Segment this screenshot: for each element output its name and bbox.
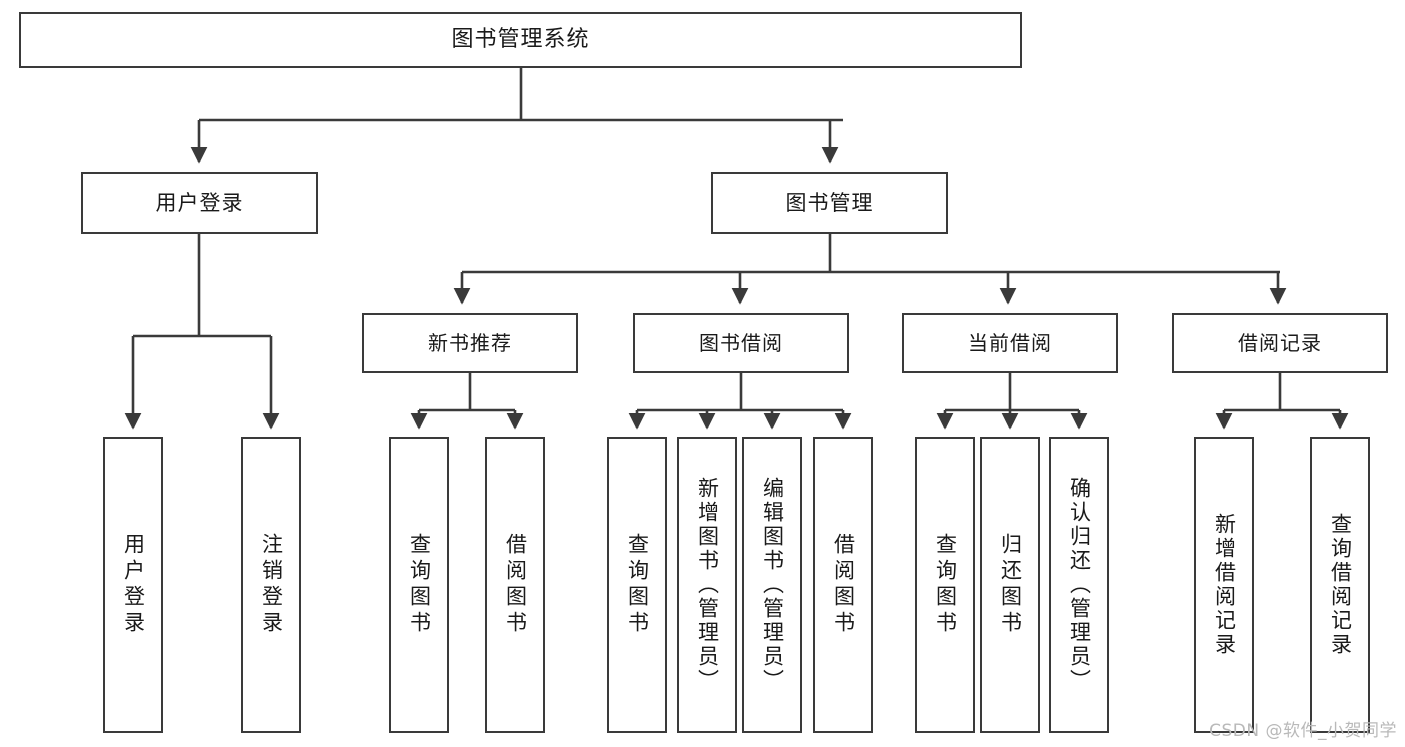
node-label: 查询图书	[625, 533, 650, 637]
node-label: 借阅记录	[1238, 330, 1322, 355]
node-label: 借阅图书	[503, 533, 528, 637]
node-new-book-recommend[interactable]: 新书推荐	[362, 313, 578, 373]
node-label: 查询图书	[407, 533, 432, 637]
leaf-record-query-borrow-record[interactable]: 查询借阅记录	[1310, 437, 1370, 733]
leaf-borrow-query-book[interactable]: 查询图书	[607, 437, 667, 733]
leaf-user-logout[interactable]: 注销登录	[241, 437, 301, 733]
leaf-current-query-book[interactable]: 查询图书	[915, 437, 975, 733]
leaf-borrow-edit-book-admin[interactable]: 编辑图书（管理员）	[742, 437, 802, 733]
node-label: 当前借阅	[968, 330, 1052, 355]
leaf-record-add-borrow-record[interactable]: 新增借阅记录	[1194, 437, 1254, 733]
node-book-borrow[interactable]: 图书借阅	[633, 313, 849, 373]
node-label: 新书推荐	[428, 330, 512, 355]
leaf-recommend-query-book[interactable]: 查询图书	[389, 437, 449, 733]
node-label: 注销登录	[259, 533, 284, 637]
node-label: 确认归还（管理员）	[1067, 477, 1092, 693]
leaf-current-return-book[interactable]: 归还图书	[980, 437, 1040, 733]
node-user-login[interactable]: 用户登录	[81, 172, 318, 234]
node-root-library-system[interactable]: 图书管理系统	[19, 12, 1022, 68]
node-label: 用户登录	[121, 533, 146, 637]
node-label: 用户登录	[155, 190, 244, 215]
node-label: 归还图书	[998, 533, 1023, 637]
leaf-user-login[interactable]: 用户登录	[103, 437, 163, 733]
leaf-current-confirm-return-admin[interactable]: 确认归还（管理员）	[1049, 437, 1109, 733]
node-book-management[interactable]: 图书管理	[711, 172, 948, 234]
leaf-recommend-borrow-book[interactable]: 借阅图书	[485, 437, 545, 733]
leaf-borrow-add-book-admin[interactable]: 新增图书（管理员）	[677, 437, 737, 733]
node-borrow-record[interactable]: 借阅记录	[1172, 313, 1388, 373]
node-label: 编辑图书（管理员）	[760, 477, 785, 693]
node-label: 新增借阅记录	[1212, 513, 1237, 657]
watermark-credit: CSDN @软件_小贺同学	[1209, 721, 1397, 741]
node-label: 图书管理系统	[451, 27, 590, 53]
leaf-borrow-borrow-book[interactable]: 借阅图书	[813, 437, 873, 733]
node-label: 图书管理	[785, 190, 874, 215]
node-label: 借阅图书	[831, 533, 856, 637]
node-label: 新增图书（管理员）	[695, 477, 720, 693]
node-label: 图书借阅	[699, 330, 783, 355]
node-label: 查询图书	[933, 533, 958, 637]
node-label: 查询借阅记录	[1328, 513, 1353, 657]
node-current-borrow[interactable]: 当前借阅	[902, 313, 1118, 373]
